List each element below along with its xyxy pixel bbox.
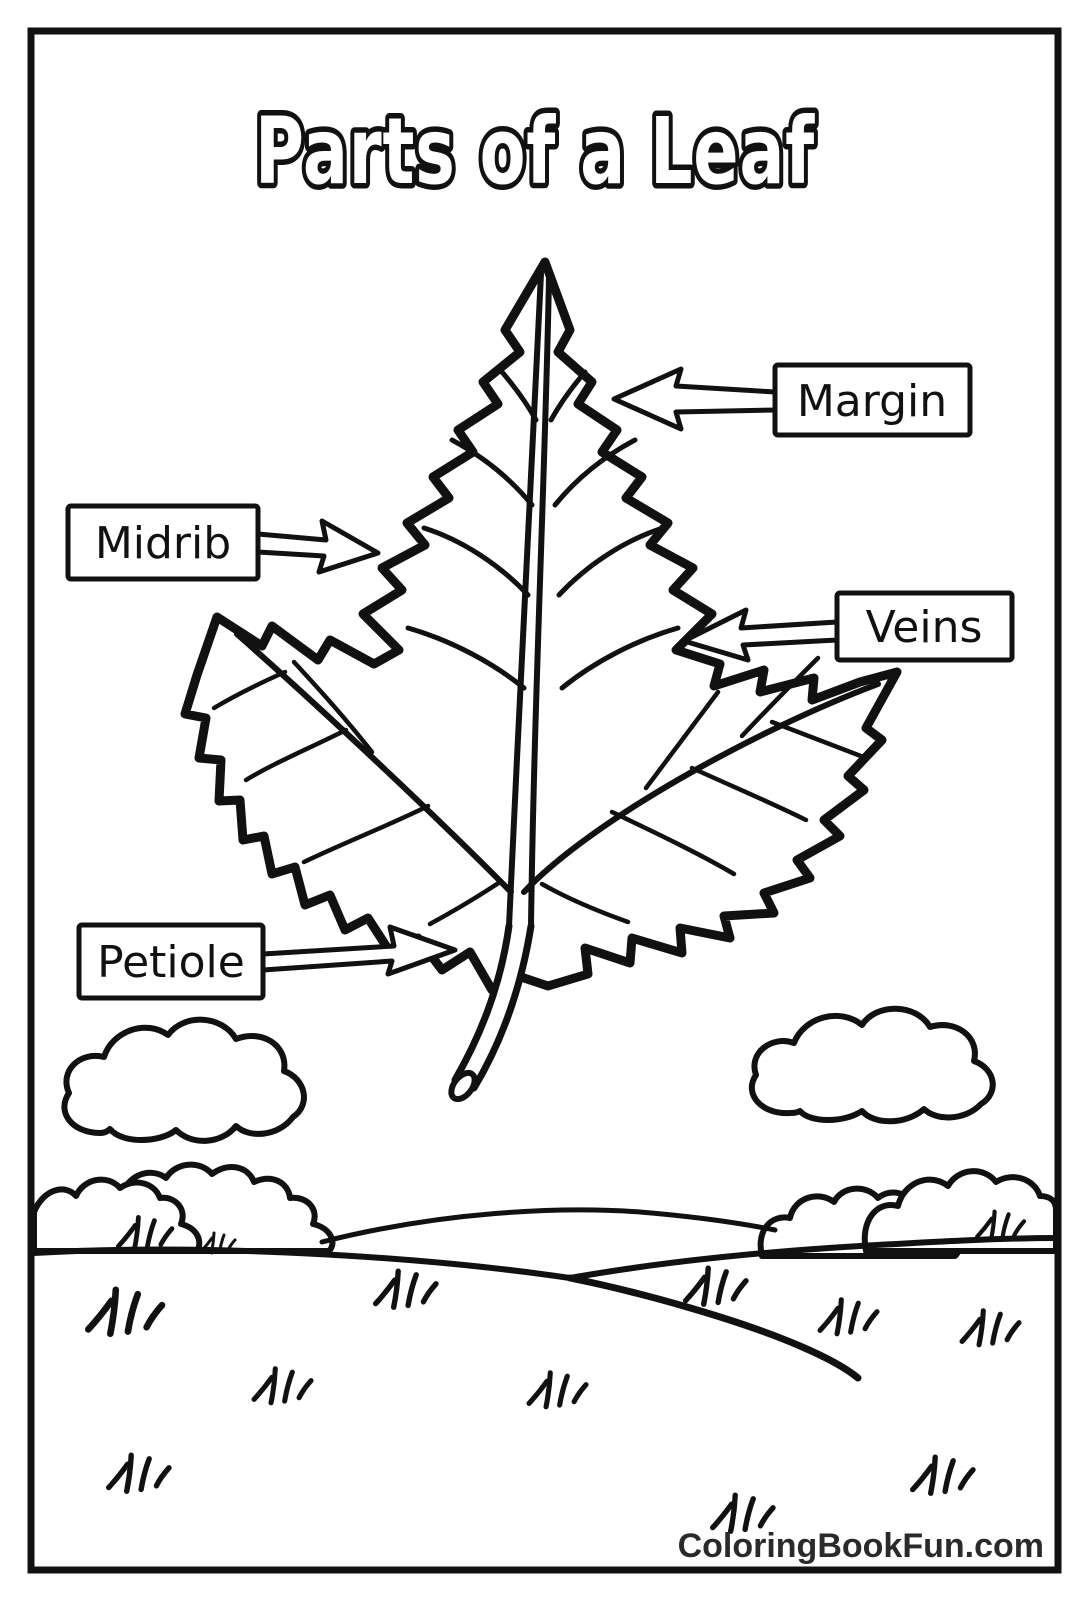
hill-line-near-sweep [566,1274,862,1382]
hill-line-left-horizon [31,1246,573,1281]
margin-arrow [611,366,778,432]
footer-site-text: ColoringBookFun.com [678,1527,1044,1565]
petiole-label-text: Petiole [97,937,245,988]
veins-label-box [834,590,1015,663]
page-title: Parts of a Leaf [255,98,815,205]
midrib-arrow [255,518,381,575]
labels: Margin Midrib Veins Petiole [65,362,1015,1001]
veins-label-text: Veins [866,602,983,653]
landscape [31,1005,1059,1531]
label-petiole: Petiole [76,922,458,1001]
petiole-arrow [260,924,458,977]
leaf-illustration [180,257,902,1103]
label-midrib: Midrib [65,503,381,582]
veins-arrow [681,607,840,663]
petiole-tip [448,1069,478,1103]
midrib-line [506,271,552,929]
cloud-right-icon [748,1005,996,1125]
margin-label-box [772,362,973,438]
bush-right [757,1168,1059,1259]
margin-label-text: Margin [797,376,947,427]
cloud-left-icon [61,1016,307,1144]
midrib-label-text: Midrib [95,518,231,569]
midrib-label-box [65,503,261,582]
petiole-label-box [76,922,266,1001]
hill-line-right-ground [567,1235,1059,1281]
vein-lines [211,271,881,929]
petiole-shape [448,922,535,1103]
hill-line-distant-arc [319,1207,778,1245]
label-veins: Veins [681,590,1015,663]
label-margin: Margin [611,362,973,438]
